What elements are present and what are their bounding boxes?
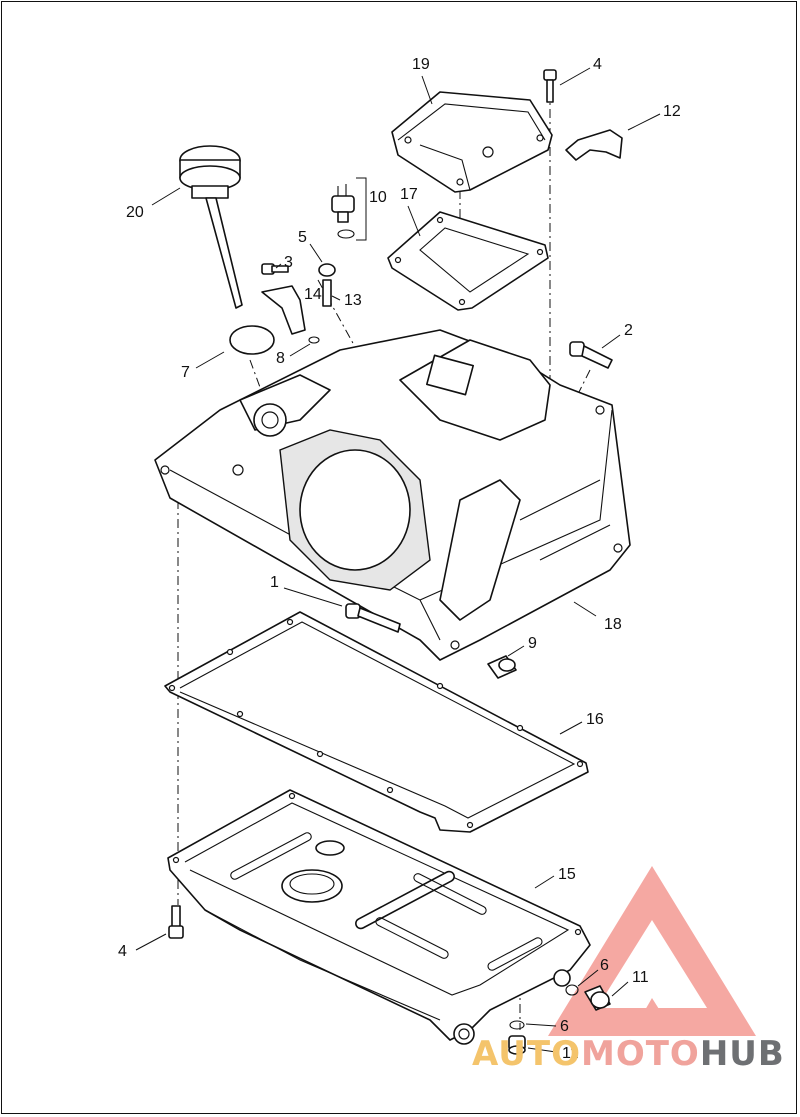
pan-gasket-16-part [164, 611, 589, 833]
callout-6-lower: 6 [560, 1018, 569, 1035]
bolt-2-part [569, 341, 613, 369]
callout-7: 7 [181, 364, 190, 381]
callout-17: 17 [400, 186, 418, 203]
leader-lines [135, 67, 661, 1053]
watermark-part-moto: MOTO [580, 1034, 700, 1074]
drain-plug-parts [508, 984, 611, 1055]
callout-18: 18 [604, 616, 622, 633]
callout-5: 5 [298, 229, 307, 246]
callout-1: 1 [270, 574, 279, 591]
small-parts-group [261, 263, 336, 344]
dipstick-20-part [179, 145, 243, 309]
bolt-4-top [543, 69, 557, 103]
top-cover-part [391, 91, 553, 193]
callout-19: 19 [412, 56, 430, 73]
callout-6-upper: 6 [600, 957, 609, 974]
watermark-part-hub: HUB [699, 1034, 785, 1074]
callout-3: 3 [284, 254, 293, 271]
callout-2: 2 [624, 322, 633, 339]
callout-14: 14 [304, 286, 322, 303]
hose-12-part [565, 129, 623, 161]
callout-16: 16 [586, 711, 604, 728]
sensor-10-part [331, 177, 367, 241]
callout-10: 10 [369, 189, 387, 206]
callout-12: 12 [663, 103, 681, 120]
main-housing-18-part [154, 329, 631, 661]
oil-pan-15-part [167, 789, 591, 1045]
callout-20: 20 [126, 204, 144, 221]
callout-13: 13 [344, 292, 362, 309]
callout-4-bottom: 4 [118, 943, 127, 960]
bolt-1-part [345, 603, 401, 633]
callout-4-top: 4 [593, 56, 602, 73]
callout-8: 8 [276, 350, 285, 367]
callout-11-lower: 11 [562, 1045, 579, 1062]
o-ring-7-part [229, 325, 275, 355]
dowel-9-part [487, 655, 517, 679]
watermark-part-auto: AUTO [472, 1034, 581, 1074]
callout-9: 9 [528, 635, 537, 652]
cover-gasket-part [387, 211, 549, 311]
bolt-4-bottom [168, 905, 184, 939]
callout-15: 15 [558, 866, 576, 883]
watermark-logo: AUTOMOTOHUB [472, 1036, 785, 1072]
callout-11-upper: 11 [632, 969, 649, 986]
